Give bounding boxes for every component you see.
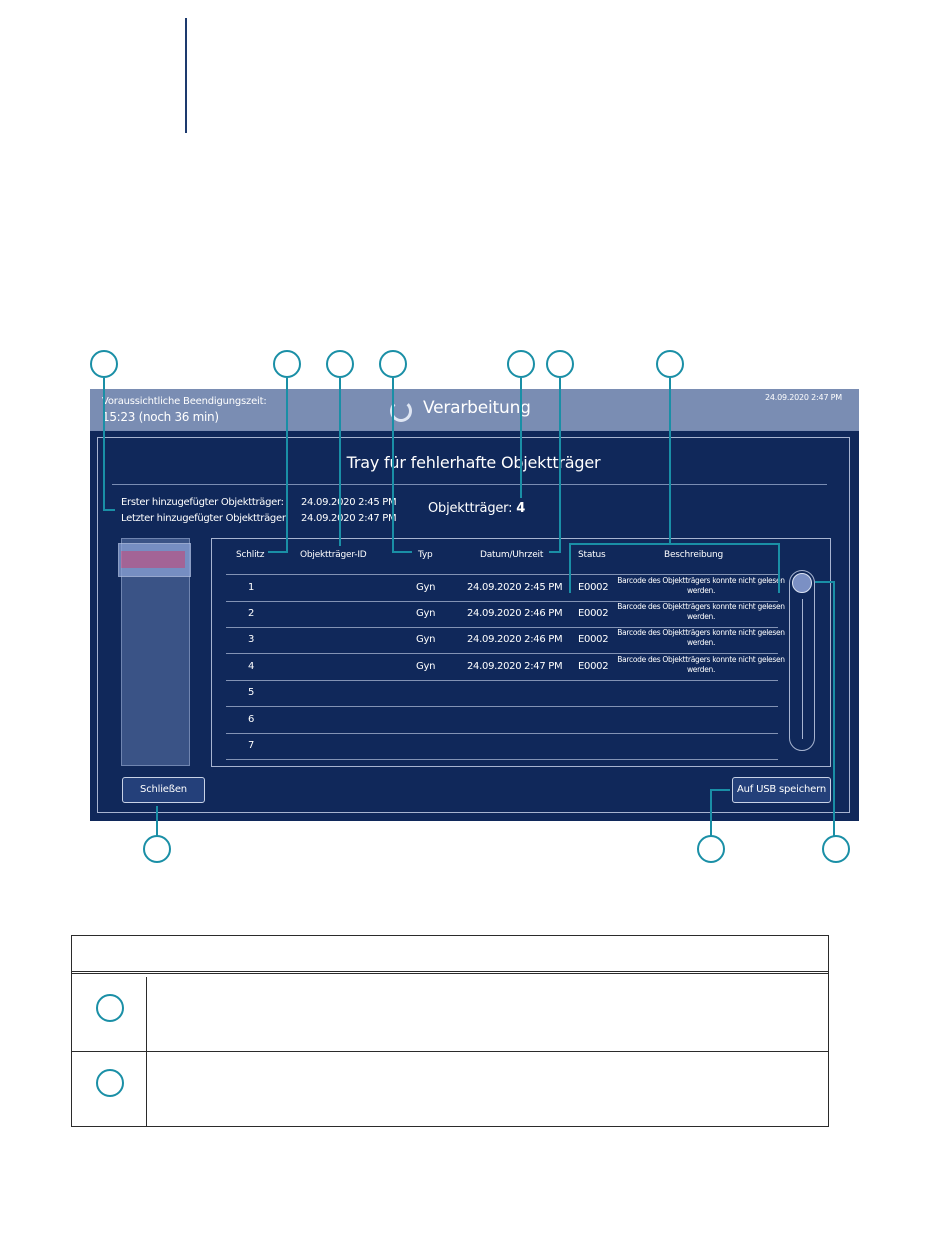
- tray-visual: [118, 538, 191, 766]
- table-row[interactable]: 6: [226, 707, 778, 734]
- cell-type: Gyn: [416, 607, 436, 619]
- callout-leader: [569, 543, 780, 545]
- callout-marker: [546, 350, 574, 378]
- callout-leader: [559, 378, 561, 553]
- callout-marker: [822, 835, 850, 863]
- callout-marker: [143, 835, 171, 863]
- cell-type: Gyn: [416, 660, 436, 672]
- table-scrollbar[interactable]: [789, 570, 815, 751]
- table-row[interactable]: 2 Gyn 24.09.2020 2:46 PM E0002 Barcode des O…: [226, 601, 785, 628]
- cell-description: Barcode des Objektträgers konnte nicht g…: [617, 654, 785, 674]
- processing-status: Verarbeitung: [423, 398, 531, 418]
- last-added-label: Letzter hinzugefügter Objektträger:: [121, 513, 289, 524]
- cell-slot: 6: [248, 713, 255, 725]
- cell-status: E0002: [578, 582, 609, 593]
- callout-marker: [90, 350, 118, 378]
- cell-slot: 7: [248, 740, 255, 751]
- cell-slot: 3: [248, 634, 255, 645]
- table-row[interactable]: 7: [226, 733, 778, 760]
- application-screen: Voraussichtliche Beendigungszeit: 15:23 …: [90, 389, 859, 821]
- cell-type: Gyn: [416, 634, 436, 645]
- callout-leader: [710, 789, 730, 791]
- cell-description: Barcode des Objektträgers konnte nicht g…: [617, 628, 785, 647]
- table-row[interactable]: 4 Gyn 24.09.2020 2:47 PM E0002 Barcode des O…: [226, 654, 785, 681]
- callout-leader: [778, 543, 780, 593]
- callout-leader: [815, 581, 835, 583]
- margin-rule: [185, 18, 187, 133]
- slide-count: Objektträger: 4: [428, 501, 525, 516]
- cell-slot: 4: [248, 660, 255, 672]
- callout-leader: [286, 378, 288, 553]
- callout-leader: [710, 789, 712, 836]
- cell-slot: 1: [248, 582, 255, 593]
- cell-status: E0002: [578, 607, 609, 619]
- callout-marker: [326, 350, 354, 378]
- error-tray-panel: Tray für fehlerhafte Objektträger Erster…: [97, 437, 850, 813]
- slide-count-label: Objektträger:: [428, 501, 513, 516]
- callout-marker: [379, 350, 407, 378]
- callout-leader: [392, 378, 394, 553]
- legend-table: [71, 935, 829, 1127]
- cell-slot: 2: [248, 607, 255, 619]
- save-to-usb-button[interactable]: Auf USB speichern: [732, 777, 831, 803]
- legend-callout-marker: [96, 1069, 124, 1097]
- cell-slot: 5: [248, 687, 255, 698]
- cell-datetime: 24.09.2020 2:47 PM: [467, 660, 563, 672]
- table-row[interactable]: 5: [226, 680, 778, 707]
- estimated-finish-value: 15:23 (noch 36 min): [102, 410, 219, 424]
- cell-datetime: 24.09.2020 2:46 PM: [467, 634, 563, 645]
- column-header-type: Typ: [418, 550, 433, 560]
- callout-marker: [697, 835, 725, 863]
- slide-count-value: 4: [516, 501, 526, 516]
- panel-title: Tray für fehlerhafte Objektträger: [346, 453, 601, 472]
- table-row[interactable]: 1 Gyn 24.09.2020 2:45 PM E0002 Barcode des O…: [226, 574, 785, 602]
- callout-leader: [156, 806, 158, 836]
- first-added-label: Erster hinzugefügter Objektträger:: [121, 497, 284, 508]
- scrollbar-rail: [802, 599, 803, 739]
- spinner-icon: [390, 400, 412, 422]
- callout-leader: [268, 551, 288, 553]
- column-header-datetime: Datum/Uhrzeit: [480, 550, 544, 560]
- callout-leader: [569, 543, 571, 593]
- slides-table: Schlitz Objektträger-ID Typ Datum/Uhrzei…: [211, 538, 831, 767]
- cell-datetime: 24.09.2020 2:46 PM: [467, 607, 563, 619]
- cell-status: E0002: [578, 660, 609, 672]
- callout-leader: [833, 581, 835, 836]
- title-divider: [112, 484, 827, 485]
- callout-marker: [656, 350, 684, 378]
- callout-leader: [103, 378, 105, 511]
- callout-leader: [103, 509, 115, 511]
- tray-slot-error: [121, 551, 185, 568]
- legend-header-row: [72, 936, 828, 974]
- callout-marker: [507, 350, 535, 378]
- callout-leader: [339, 378, 341, 546]
- cell-datetime: 24.09.2020 2:45 PM: [467, 582, 563, 593]
- column-header-slide-id: Objektträger-ID: [300, 550, 367, 560]
- callout-leader: [520, 378, 522, 498]
- column-header-status: Status: [578, 550, 606, 560]
- cell-status: E0002: [578, 634, 609, 645]
- estimated-finish-label: Voraussichtliche Beendigungszeit:: [102, 396, 267, 407]
- cell-description: Barcode des Objektträgers konnte nicht g…: [617, 576, 785, 595]
- callout-marker: [273, 350, 301, 378]
- last-added-value: 24.09.2020 2:47 PM: [301, 513, 397, 524]
- close-button[interactable]: Schließen: [122, 777, 205, 803]
- callout-leader: [392, 551, 412, 553]
- callout-leader: [669, 378, 671, 544]
- legend-row-divider: [72, 1051, 828, 1052]
- tray-slot-highlight[interactable]: [118, 543, 191, 577]
- first-added-value: 24.09.2020 2:45 PM: [301, 497, 397, 508]
- column-header-slot: Schlitz: [236, 550, 265, 560]
- table-row[interactable]: 3 Gyn 24.09.2020 2:46 PM E0002 Barcode des O…: [226, 627, 785, 654]
- legend-callout-marker: [96, 994, 124, 1022]
- scrollbar-thumb[interactable]: [792, 573, 812, 593]
- clock: 24.09.2020 2:47 PM: [765, 393, 842, 402]
- callout-leader: [549, 551, 561, 553]
- status-bar: Voraussichtliche Beendigungszeit: 15:23 …: [90, 389, 859, 431]
- cell-description: Barcode des Objektträgers konnte nicht g…: [617, 601, 785, 621]
- legend-column-divider: [146, 977, 147, 1127]
- column-header-description: Beschreibung: [664, 550, 724, 560]
- cell-type: Gyn: [416, 582, 436, 593]
